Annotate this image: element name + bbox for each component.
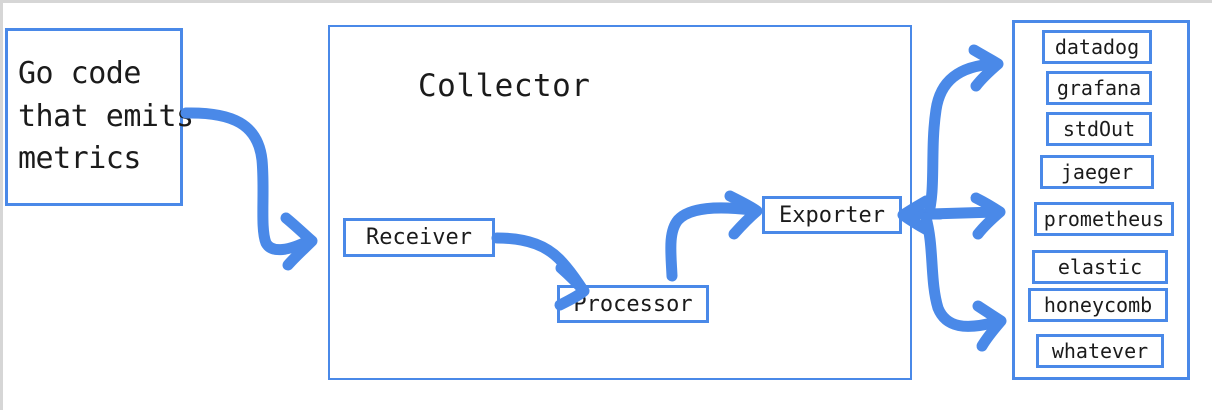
receiver-label: Receiver (366, 225, 472, 250)
exporter-label: Exporter (779, 202, 885, 228)
canvas-left-edge (0, 3, 3, 410)
backend-label: honeycomb (1043, 293, 1153, 317)
arrow-exporter-fanout-bottom (920, 212, 1007, 352)
backend-box-datadog[interactable]: datadog (1042, 30, 1152, 64)
backend-label: jaeger (1060, 160, 1134, 184)
processor-label: Processor (573, 291, 693, 317)
backend-label: whatever (1051, 339, 1149, 363)
arrow-exporter-fanout-top (922, 44, 1004, 222)
arrow-exporter-fanout-middle (924, 192, 1006, 240)
exporter-box[interactable]: Exporter (762, 196, 902, 234)
backend-box-prometheus[interactable]: prometheus (1034, 202, 1174, 236)
backend-box-jaeger[interactable]: jaeger (1040, 155, 1154, 189)
collector-title: Collector (418, 68, 591, 104)
source-line-2: that emits (18, 98, 194, 134)
backend-box-honeycomb[interactable]: honeycomb (1028, 288, 1168, 322)
receiver-box[interactable]: Receiver (343, 218, 495, 257)
backend-label: stdOut (1062, 117, 1136, 141)
source-line-3: metrics (18, 141, 141, 177)
backend-box-stdOut[interactable]: stdOut (1046, 112, 1152, 146)
backend-box-whatever[interactable]: whatever (1036, 334, 1164, 368)
backend-box-grafana[interactable]: grafana (1046, 71, 1152, 105)
backend-box-elastic[interactable]: elastic (1032, 250, 1168, 284)
backend-label: datadog (1054, 35, 1140, 59)
go-code-source-box[interactable]: Go code that emits metrics (5, 28, 194, 206)
backend-label: prometheus (1043, 207, 1165, 231)
backend-label: elastic (1057, 255, 1143, 279)
processor-box[interactable]: Processor (557, 285, 709, 323)
source-line-1: Go code (18, 56, 141, 92)
arrow-source-to-receiver (180, 107, 318, 271)
backend-label: grafana (1056, 76, 1142, 100)
canvas-top-edge (0, 0, 1212, 3)
